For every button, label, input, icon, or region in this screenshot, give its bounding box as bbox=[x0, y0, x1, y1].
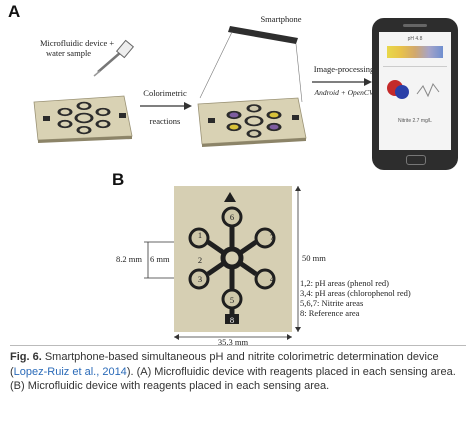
arrow-icon bbox=[312, 78, 372, 86]
sensing-zone-5 bbox=[221, 288, 243, 310]
sensing-zone-3 bbox=[188, 268, 210, 290]
zone-number-5: 5 bbox=[229, 295, 235, 305]
caption-fig-label: Fig. 6. bbox=[10, 351, 42, 363]
sensing-zone-6 bbox=[221, 206, 243, 228]
smartphone: pH 4.8 Nitrite 2.7 mg/L bbox=[372, 18, 458, 170]
dim-label-6: 6 mm bbox=[150, 254, 170, 264]
zone-number-1: 1 bbox=[197, 230, 203, 240]
ph-color-bar bbox=[387, 46, 443, 58]
label-reactions-2: reactions bbox=[149, 116, 181, 126]
screen-nitrite-label: Nitrite 2.7 mg/L bbox=[398, 118, 432, 124]
figure-caption: Fig. 6. Smartphone-based simultaneous pH… bbox=[10, 350, 466, 394]
zone-number-3: 3 bbox=[197, 274, 203, 284]
caption-divider bbox=[10, 345, 466, 346]
panel-b-letter: B bbox=[112, 170, 125, 189]
arrow-icon bbox=[140, 102, 192, 110]
sensing-zone-2 bbox=[188, 227, 210, 249]
triangle-marker-icon bbox=[224, 192, 236, 202]
reference-area-8 bbox=[225, 314, 239, 324]
smartphone-screen: pH 4.8 Nitrite 2.7 mg/L bbox=[379, 32, 451, 150]
panel-b-device bbox=[174, 186, 292, 332]
pipette-icon bbox=[93, 39, 135, 77]
sensing-zone-7 bbox=[254, 227, 276, 249]
zone-number-6: 6 bbox=[229, 212, 235, 222]
screen-ph-label: pH 4.8 bbox=[407, 36, 423, 42]
panel-a-device-middle bbox=[197, 26, 307, 147]
caption-citation-link[interactable]: Lopez-Ruiz et al., 2014 bbox=[13, 365, 127, 378]
dimension-bottom bbox=[174, 334, 292, 340]
label-device-2: water sample bbox=[46, 48, 92, 58]
zone-number-4: 4 bbox=[269, 274, 275, 284]
label-processing: Image-processing bbox=[313, 64, 375, 74]
legend-line-2: 3,4: pH areas (chlorophenol red) bbox=[300, 288, 411, 298]
legend-line-1: 1,2: pH areas (phenol red) bbox=[300, 278, 389, 288]
panel-a-letter: A bbox=[8, 2, 21, 21]
screen-divider bbox=[383, 66, 447, 67]
smartphone-home-button bbox=[406, 155, 426, 165]
dim-label-50: 50 mm bbox=[302, 253, 326, 263]
smartphone-top-icon bbox=[199, 26, 303, 103]
label-smartphone: Smartphone bbox=[260, 14, 302, 24]
legend-line-4: 8: Reference area bbox=[300, 308, 360, 318]
sensing-zone-2-r bbox=[254, 268, 276, 290]
label-device-1: Microfluidic device + bbox=[40, 38, 115, 48]
label-processing-sub: Android + OpenCV bbox=[314, 88, 374, 97]
label-reactions-1: Colorimetric bbox=[143, 88, 187, 98]
panel-a-device-left bbox=[33, 39, 135, 143]
dim-label-35-3: 35.3 mm bbox=[217, 337, 249, 347]
caption-text-1: Smartphone-based simultaneous pH and nit… bbox=[10, 351, 439, 378]
dimension-left bbox=[144, 241, 174, 279]
smartphone-speaker bbox=[403, 24, 427, 27]
spectrum-plot-icon bbox=[387, 80, 440, 99]
zone-number-8: 8 bbox=[229, 315, 235, 325]
zone-number-7: 7 bbox=[269, 232, 275, 242]
caption-text-2: ). (A) Microfluidic device with reagents… bbox=[10, 365, 456, 393]
legend-line-3: 5,6,7: Nitrite areas bbox=[300, 298, 364, 308]
dimension-right bbox=[295, 186, 301, 332]
dim-label-8-2: 8.2 mm bbox=[116, 254, 142, 264]
zone-number-2: 2 bbox=[197, 255, 203, 265]
